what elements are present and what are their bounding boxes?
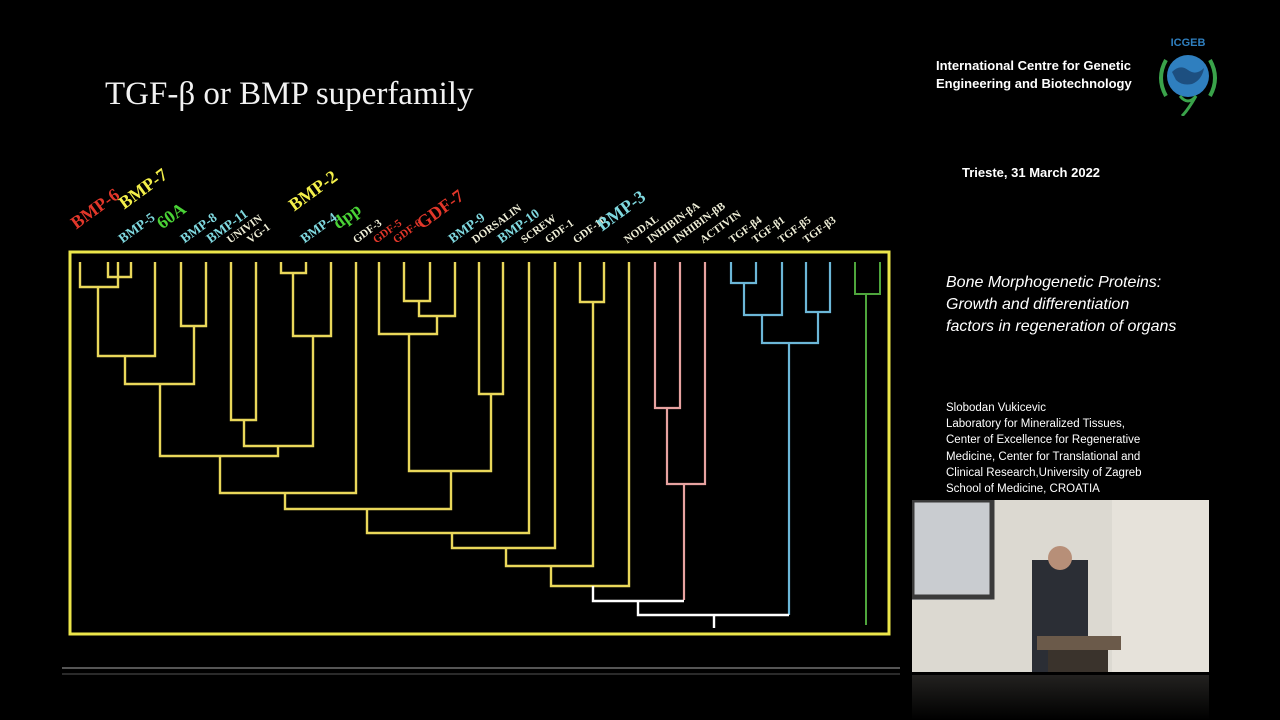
talk-title-line2: Growth and differentiation bbox=[946, 296, 1130, 313]
slide-title: TGF-β or BMP superfamily bbox=[105, 76, 474, 112]
speaker-affiliation-line4: Clinical Research,University of Zagreb bbox=[946, 466, 1142, 479]
video-reflection bbox=[912, 675, 1209, 720]
talk-title-line1: Bone Morphogenetic Proteins: bbox=[946, 274, 1162, 291]
blue-branches bbox=[729, 262, 832, 615]
pink-branches bbox=[653, 262, 707, 600]
organization-name-line1: International Centre for Genetic bbox=[936, 58, 1132, 73]
speaker-affiliation-line2: Center of Excellence for Regenerative bbox=[946, 434, 1141, 447]
speaker-affiliation-line1: Laboratory for Mineralized Tissues, bbox=[946, 418, 1125, 431]
speaker-affiliation-line3: Medicine, Center for Translational and bbox=[946, 450, 1141, 463]
yellow-branches bbox=[78, 262, 631, 588]
talk-title-line3: factors in regeneration of organs bbox=[946, 318, 1177, 335]
tree-frame bbox=[68, 250, 891, 636]
speaker-video-frame bbox=[912, 500, 1209, 672]
speaker-info: Slobodan Vukicevic Laboratory for Minera… bbox=[946, 400, 1196, 497]
logo-text: ICGEB bbox=[1171, 37, 1206, 49]
root-branches bbox=[591, 586, 789, 628]
bottom-divider bbox=[62, 667, 900, 675]
speaker-name: Slobodan Vukicevic bbox=[946, 402, 1046, 414]
event-date: Trieste, 31 March 2022 bbox=[962, 165, 1101, 180]
phylogenetic-tree bbox=[68, 250, 891, 636]
speaker-video[interactable] bbox=[912, 500, 1209, 672]
green-branches bbox=[854, 262, 881, 625]
speaker-affiliation-line5: School of Medicine, CROATIA bbox=[946, 483, 1100, 496]
talk-title: Bone Morphogenetic Proteins: Growth and … bbox=[946, 272, 1226, 338]
organization-name-line2: Engineering and Biotechnology bbox=[936, 76, 1132, 91]
organization-name: International Centre for Genetic Enginee… bbox=[936, 57, 1132, 93]
icgeb-logo: ICGEB bbox=[1159, 37, 1217, 116]
